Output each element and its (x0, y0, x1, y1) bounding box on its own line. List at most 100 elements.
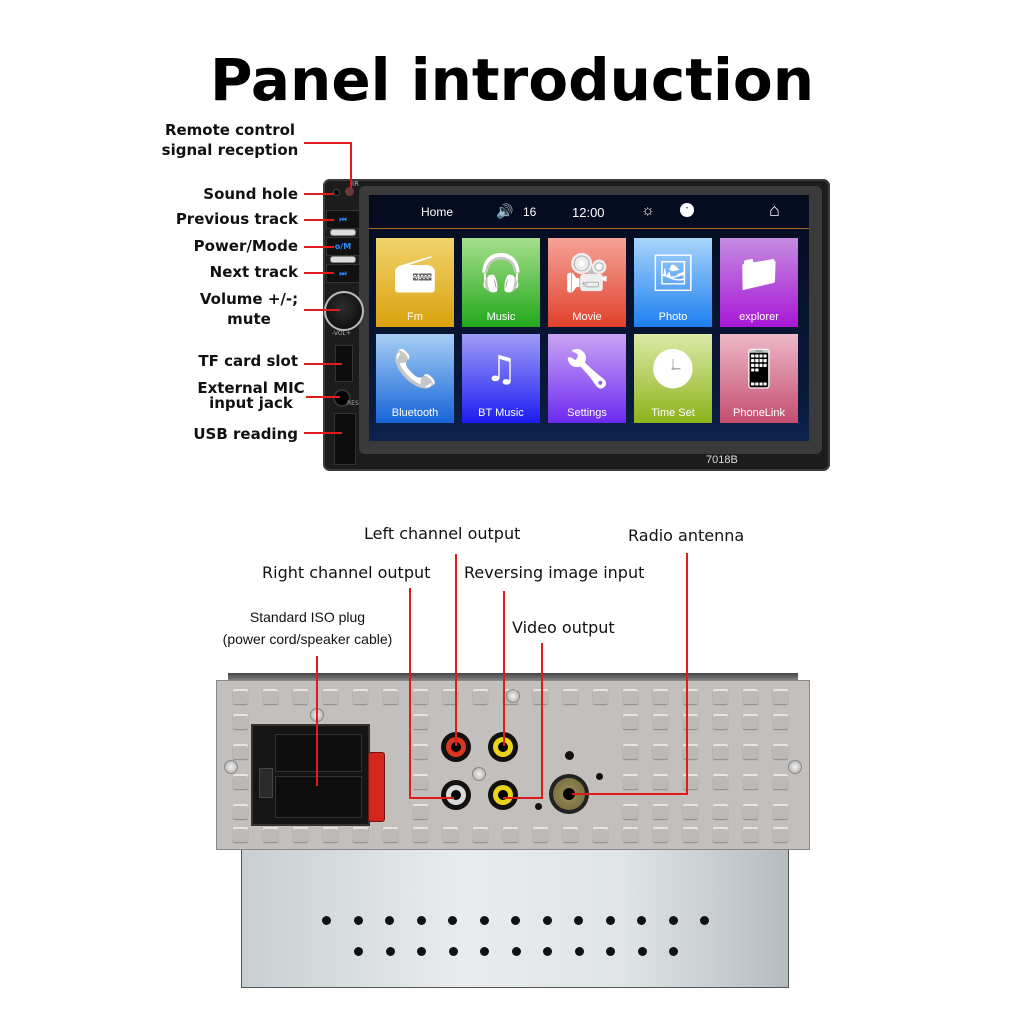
embossed-square (623, 714, 638, 729)
vent-hole (322, 916, 331, 925)
label-volume: Volume +/-;mute (199, 290, 299, 328)
app-tile-label: Photo (658, 311, 688, 323)
app-tile-label: Settings (567, 407, 607, 419)
reset-label: RES (347, 400, 359, 407)
vent-hole (417, 947, 426, 956)
embossed-square (773, 827, 788, 842)
embossed-square (233, 714, 248, 729)
embossed-square (713, 689, 728, 704)
app-tile-music[interactable]: 🎧 Music (462, 238, 540, 327)
embossed-square (533, 827, 548, 842)
button-pill (330, 229, 356, 236)
headphones-icon: 🎧 (478, 253, 524, 294)
next-track-button[interactable]: ⏭ (326, 264, 360, 283)
embossed-square (533, 689, 548, 704)
embossed-square (323, 827, 338, 842)
mic-jack (333, 389, 351, 407)
vent-hole (511, 916, 520, 925)
home-label[interactable]: Home (421, 205, 454, 219)
app-tile-label: Bluetooth (391, 407, 439, 419)
brightness-icon[interactable]: ☼ (641, 202, 655, 219)
vent-hole (574, 947, 584, 956)
label-previous-track: Previous track (175, 210, 298, 228)
embossed-square (743, 744, 758, 759)
embossed-square (773, 774, 788, 789)
embossed-square (233, 689, 248, 704)
label-video-output: Video output (512, 618, 615, 637)
app-tile-label: Music (486, 311, 516, 323)
vent-hole (448, 947, 458, 956)
embossed-square (623, 804, 638, 819)
rca-video-output-jack (488, 780, 518, 810)
button-pill (330, 256, 356, 263)
vent-hole (668, 916, 678, 925)
embossed-square (773, 744, 788, 759)
app-tile-bt-music[interactable]: ♫BT Music (462, 334, 540, 423)
app-tile-phonelink[interactable]: 📱PhoneLink (720, 334, 798, 423)
app-tile-label: Fm (407, 311, 423, 323)
embossed-square (653, 774, 668, 789)
app-tile-time-set[interactable]: 🕒Time Set (634, 334, 712, 423)
embossed-square (713, 714, 728, 729)
embossed-square (653, 689, 668, 704)
embossed-square (653, 744, 668, 759)
embossed-square (263, 689, 278, 704)
embossed-square (713, 804, 728, 819)
ir-label: IR (352, 180, 359, 188)
embossed-square (743, 804, 758, 819)
app-tile-explorer[interactable]: 📁explorer (720, 238, 798, 327)
embossed-square (593, 827, 608, 842)
usb-port (334, 413, 356, 465)
screw (788, 760, 802, 774)
embossed-square (263, 827, 278, 842)
embossed-square (713, 827, 728, 842)
rear-plate-edge (228, 673, 798, 683)
label-right-channel-output: Right channel output (262, 563, 431, 582)
model-number: 7018B (706, 454, 738, 466)
embossed-square (623, 827, 638, 842)
embossed-square (743, 714, 758, 729)
embossed-square (713, 744, 728, 759)
embossed-square (773, 714, 788, 729)
app-tile-label: explorer (739, 311, 779, 323)
app-tile-photo[interactable]: 🖼Photo (634, 238, 712, 327)
bluetooth-phone-icon: 📞 (392, 349, 438, 390)
bluetooth-icon[interactable]: ᛫ (680, 203, 694, 217)
app-tile-movie[interactable]: 🎥Movie (548, 238, 626, 327)
embossed-square (353, 689, 368, 704)
app-tile-settings[interactable]: 🔧Settings (548, 334, 626, 423)
vent-hole (700, 916, 709, 925)
screw (224, 760, 238, 774)
vent-hole (385, 916, 394, 925)
embossed-square (773, 804, 788, 819)
volume-knob[interactable] (324, 291, 364, 331)
embossed-square (443, 827, 458, 842)
embossed-square (353, 827, 368, 842)
vent-hole (416, 916, 426, 925)
app-tile-fm[interactable]: 📻Fm (376, 238, 454, 327)
clock-time: 12:00 (572, 205, 605, 220)
embossed-square (473, 689, 488, 704)
app-tile-bluetooth[interactable]: 📞 Bluetooth (376, 334, 454, 423)
status-bar: Home 🔊 16 12:00 ☼ ᛫ ⌂ (369, 195, 809, 229)
power-mode-button[interactable]: o/M (326, 237, 360, 256)
embossed-square (713, 774, 728, 789)
ir-sensor (345, 187, 354, 196)
vent-hole (353, 916, 363, 925)
vent-hole (606, 947, 615, 956)
embossed-square (413, 827, 428, 842)
embossed-square (563, 689, 578, 704)
vent-hole (542, 916, 552, 925)
embossed-square (413, 804, 428, 819)
rca-right-channel-jack (441, 780, 471, 810)
vent-hole (637, 947, 647, 956)
embossed-square (233, 774, 248, 789)
embossed-square (563, 827, 578, 842)
home-icon[interactable]: ⌂ (769, 200, 780, 220)
label-tf-card-slot: TF card slot (198, 352, 298, 370)
vent-hole (669, 947, 678, 956)
vent-hole (354, 947, 363, 956)
embossed-square (653, 827, 668, 842)
